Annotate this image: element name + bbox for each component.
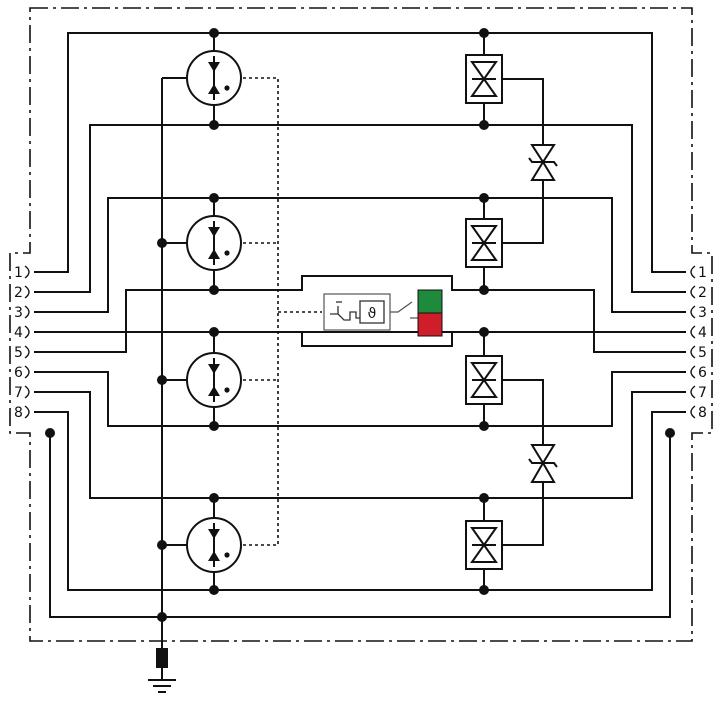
left-terminal-clamp-4 xyxy=(24,325,30,339)
housing-outline xyxy=(9,7,713,642)
conductor-lines xyxy=(34,32,686,618)
left-terminal-label-5: 5 xyxy=(14,345,23,361)
right-terminal-clamp-1 xyxy=(690,265,696,279)
right-terminal-clamp-3 xyxy=(690,305,696,319)
left-terminal-clamp-7 xyxy=(24,385,30,399)
right-terminal-label-5: 5 xyxy=(698,345,707,361)
left-terminal-clamp-1 xyxy=(24,265,30,279)
left-terminal-clamp-8 xyxy=(24,405,30,419)
gas-discharge-tube-3 xyxy=(186,332,242,426)
gas-discharge-tube-1 xyxy=(186,33,242,125)
left-terminal-label-1: 1 xyxy=(14,265,23,281)
right-terminal-block: 1 2 3 4 5 6 7 8 xyxy=(690,265,707,421)
right-terminal-clamp-8 xyxy=(690,405,696,419)
tvs-diode-stack-1 xyxy=(465,33,544,145)
junction-dots xyxy=(45,28,675,622)
thermal-symbol: ϑ xyxy=(368,306,377,322)
left-terminal-clamp-2 xyxy=(24,285,30,299)
right-terminal-clamp-6 xyxy=(690,365,696,379)
left-terminal-label-8: 8 xyxy=(14,405,23,421)
right-terminal-label-1: 1 xyxy=(698,265,707,281)
gas-discharge-tube-4 xyxy=(186,498,242,590)
right-terminal-label-3: 3 xyxy=(698,305,707,321)
bidirectional-diode-lower xyxy=(528,444,558,483)
tvs-diode-stack-4 xyxy=(465,482,544,590)
status-indicator-red xyxy=(417,312,443,337)
indicator-switch xyxy=(390,301,418,319)
left-terminal-label-6: 6 xyxy=(14,365,23,381)
right-terminal-clamp-5 xyxy=(690,345,696,359)
tvs-diode-stack-2 xyxy=(465,180,544,290)
left-terminal-label-4: 4 xyxy=(14,325,23,341)
left-terminal-clamp-6 xyxy=(24,365,30,379)
right-terminal-label-2: 2 xyxy=(698,285,707,301)
ground-terminal xyxy=(148,648,176,693)
right-terminal-label-6: 6 xyxy=(698,365,707,381)
right-terminal-label-4: 4 xyxy=(698,325,707,341)
left-terminal-label-7: 7 xyxy=(14,385,23,401)
left-terminal-label-3: 3 xyxy=(14,305,23,321)
left-terminal-clamp-5 xyxy=(24,345,30,359)
right-terminal-label-8: 8 xyxy=(698,405,707,421)
right-terminal-label-7: 7 xyxy=(698,385,707,401)
right-terminal-clamp-4 xyxy=(690,325,696,339)
tube-ground-taps xyxy=(162,242,187,546)
left-terminal-block: 1 2 3 4 5 6 7 8 xyxy=(14,265,30,421)
status-indicator-green xyxy=(417,289,443,314)
thermal-disconnect-box: ϑ xyxy=(323,293,391,331)
tvs-diode-stack-3 xyxy=(465,332,544,445)
right-terminal-clamp-7 xyxy=(690,385,696,399)
right-terminal-clamp-2 xyxy=(690,285,696,299)
dotted-linkage xyxy=(243,77,322,546)
gas-discharge-tube-2 xyxy=(186,198,242,290)
left-terminal-label-2: 2 xyxy=(14,285,23,301)
bidirectional-diode-upper xyxy=(528,144,558,181)
ground-bus xyxy=(161,77,186,648)
left-terminal-clamp-3 xyxy=(24,305,30,319)
